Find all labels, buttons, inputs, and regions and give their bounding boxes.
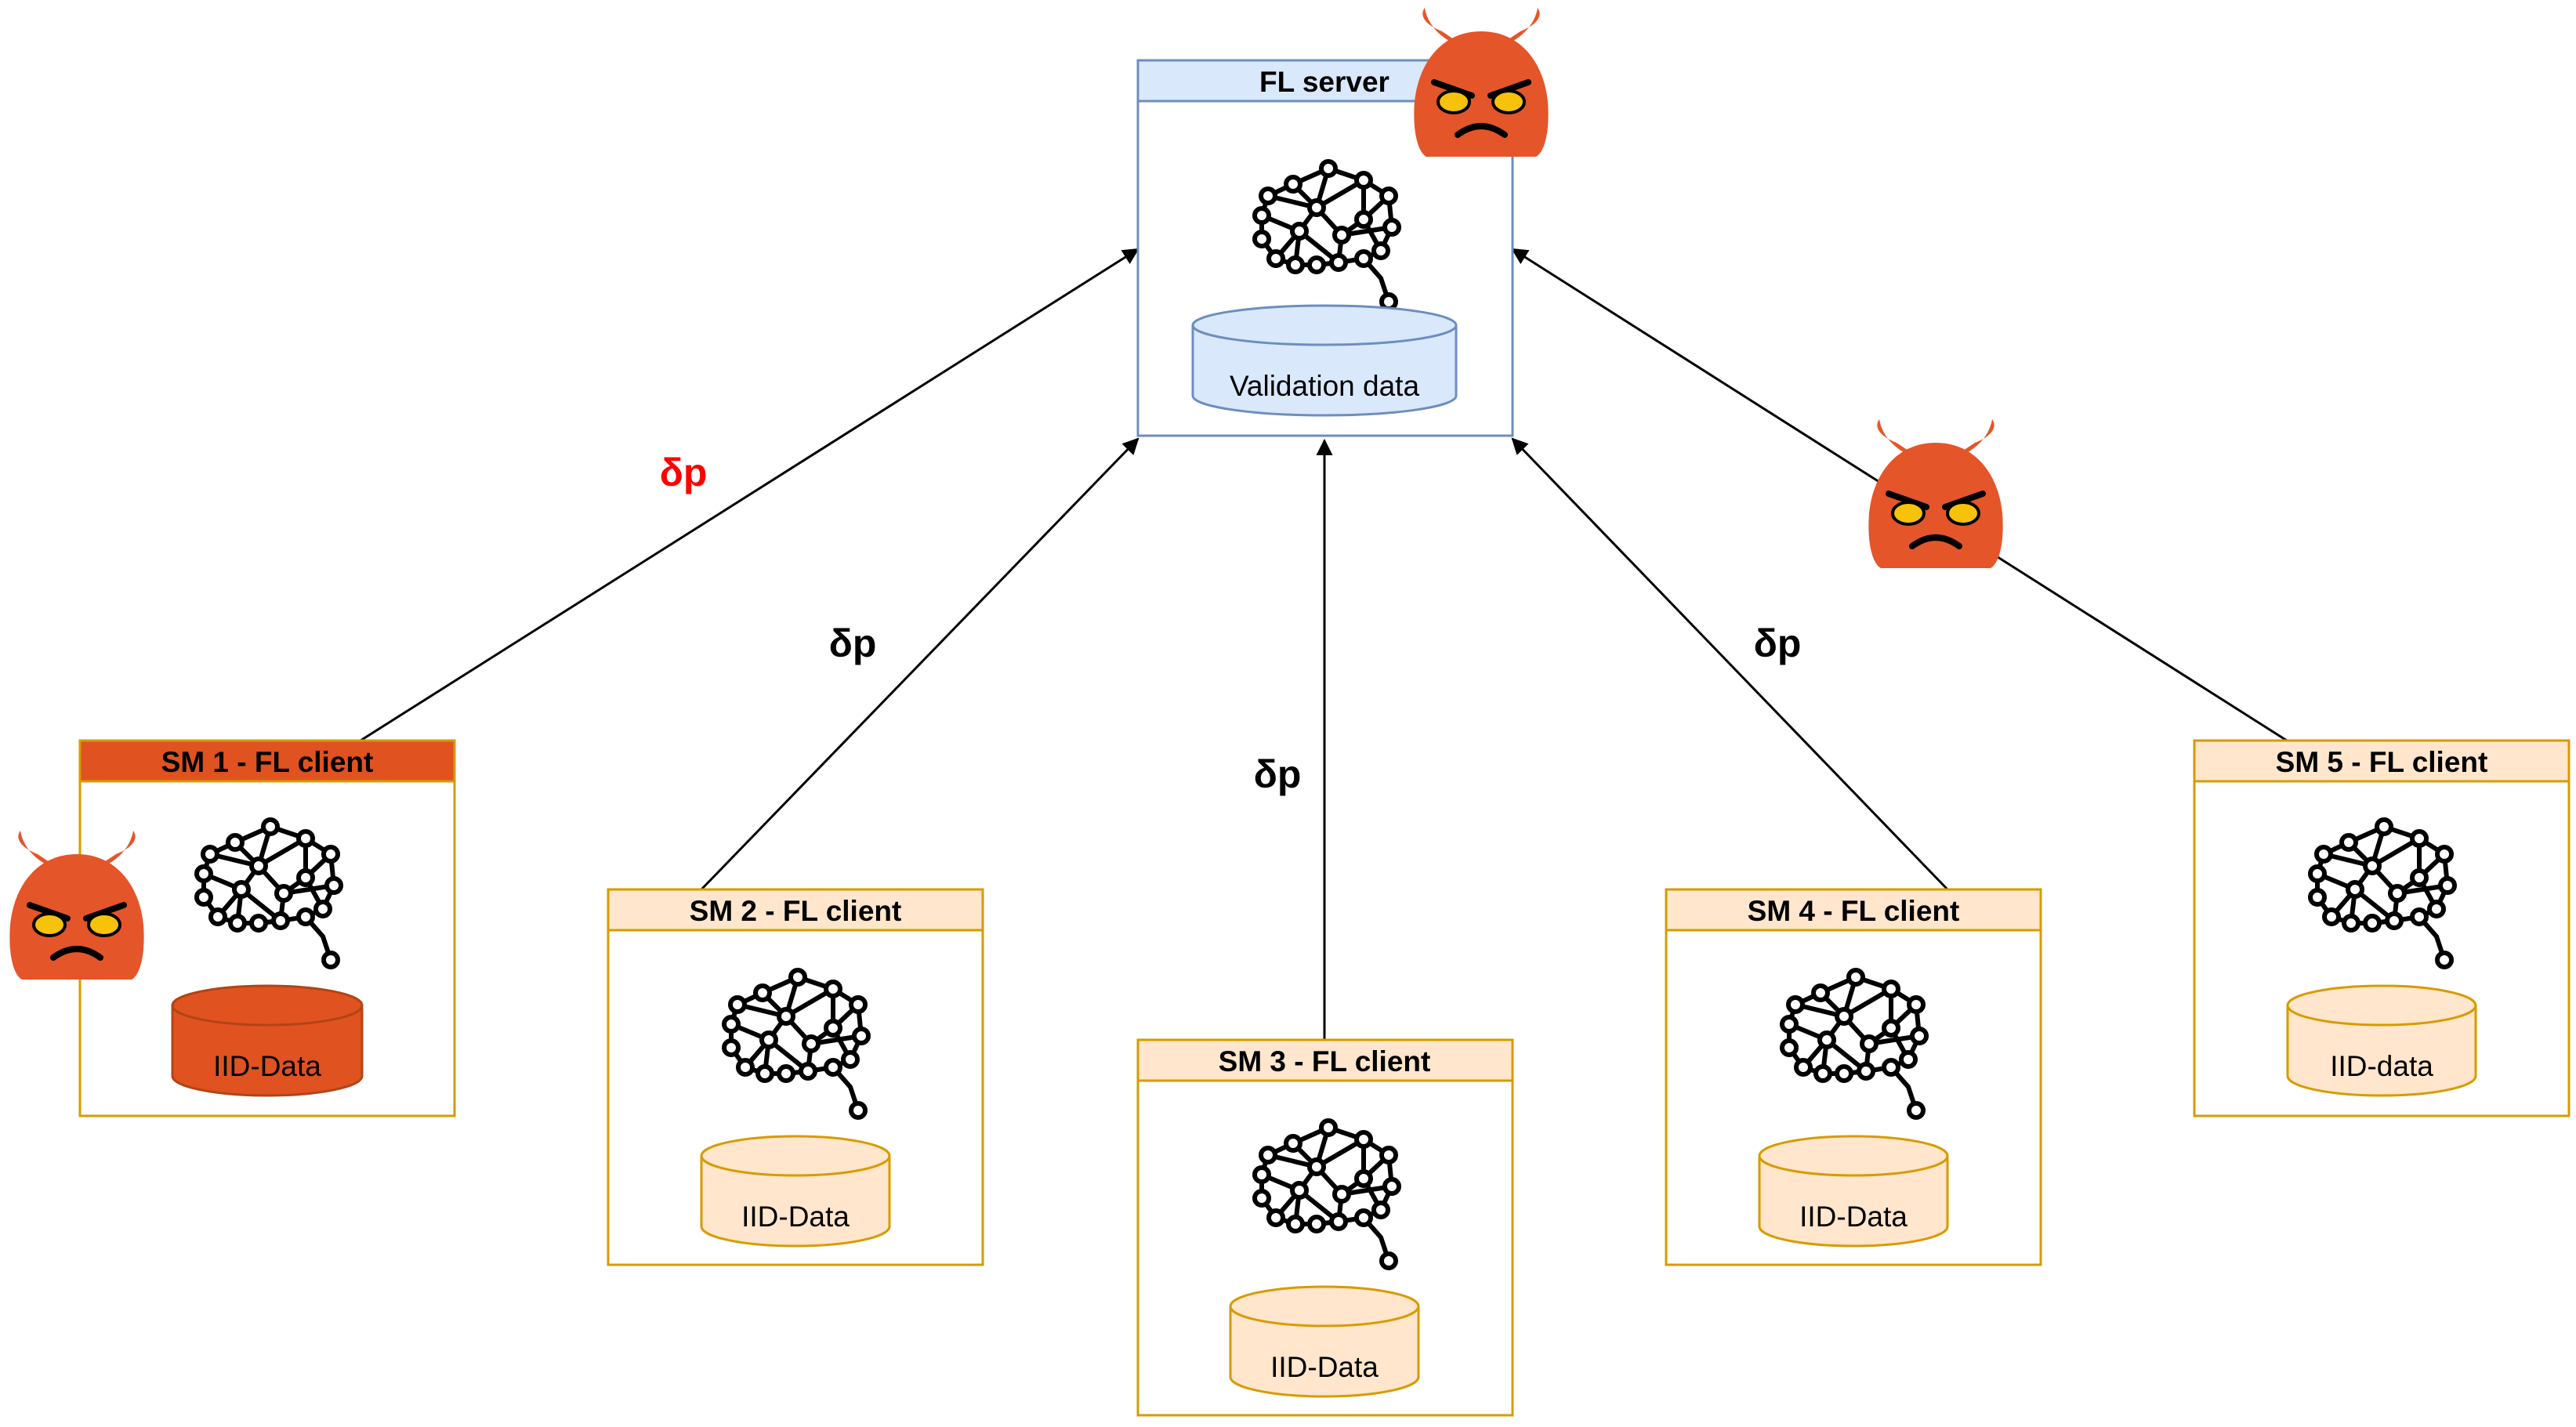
client-sm1-box: SM 1 - FL client IID-Data — [78, 739, 456, 1117]
update-label-sm4: δp — [1754, 621, 1802, 665]
update-label-sm2: δp — [829, 621, 877, 665]
database-cylinder-icon — [700, 1135, 891, 1248]
client-sm5-data-label: IID-data — [2330, 1050, 2433, 1082]
client-sm5-title: SM 5 - FL client — [2276, 746, 2488, 778]
client-sm1-data-label: IID-Data — [213, 1050, 321, 1082]
database-cylinder-icon — [1758, 1135, 1949, 1248]
client-sm1-title: SM 1 - FL client — [161, 746, 374, 778]
client-sm2-data-label: IID-Data — [741, 1201, 850, 1233]
client-sm5-box: SM 5 - FL client IID-data — [2193, 739, 2571, 1117]
fl-server-title: FL server — [1259, 66, 1389, 98]
angry-devil-icon — [1868, 419, 2002, 568]
client-sm4-data-label: IID-Data — [1799, 1201, 1908, 1233]
client-sm4-title: SM 4 - FL client — [1748, 895, 1960, 927]
arrow-sm1-to-server — [360, 248, 1139, 742]
client-sm3-title: SM 3 - FL client — [1219, 1045, 1431, 1077]
arrow-sm2-to-server — [700, 437, 1139, 891]
arrow-sm4-to-server — [1511, 437, 1949, 891]
client-sm3-box: SM 3 - FL client IID-Data — [1136, 1038, 1514, 1417]
angry-devil-icon — [1414, 8, 1548, 157]
database-cylinder-icon — [1229, 1285, 1420, 1398]
fl-server-box: FL server Validation data — [1136, 59, 1514, 437]
update-label-sm1: δp — [660, 451, 708, 494]
client-sm2-title: SM 2 - FL client — [690, 895, 902, 927]
client-sm4-box: SM 4 - FL client IID-Data — [1665, 888, 2042, 1266]
client-sm3-data-label: IID-Data — [1270, 1351, 1379, 1383]
database-cylinder-icon — [2286, 984, 2477, 1097]
update-label-sm3: δp — [1254, 752, 1302, 796]
database-cylinder-icon — [1191, 304, 1458, 417]
validation-data-label: Validation data — [1230, 370, 1419, 402]
database-cylinder-icon — [171, 984, 364, 1097]
client-sm2-box: SM 2 - FL client IID-Data — [607, 888, 984, 1266]
